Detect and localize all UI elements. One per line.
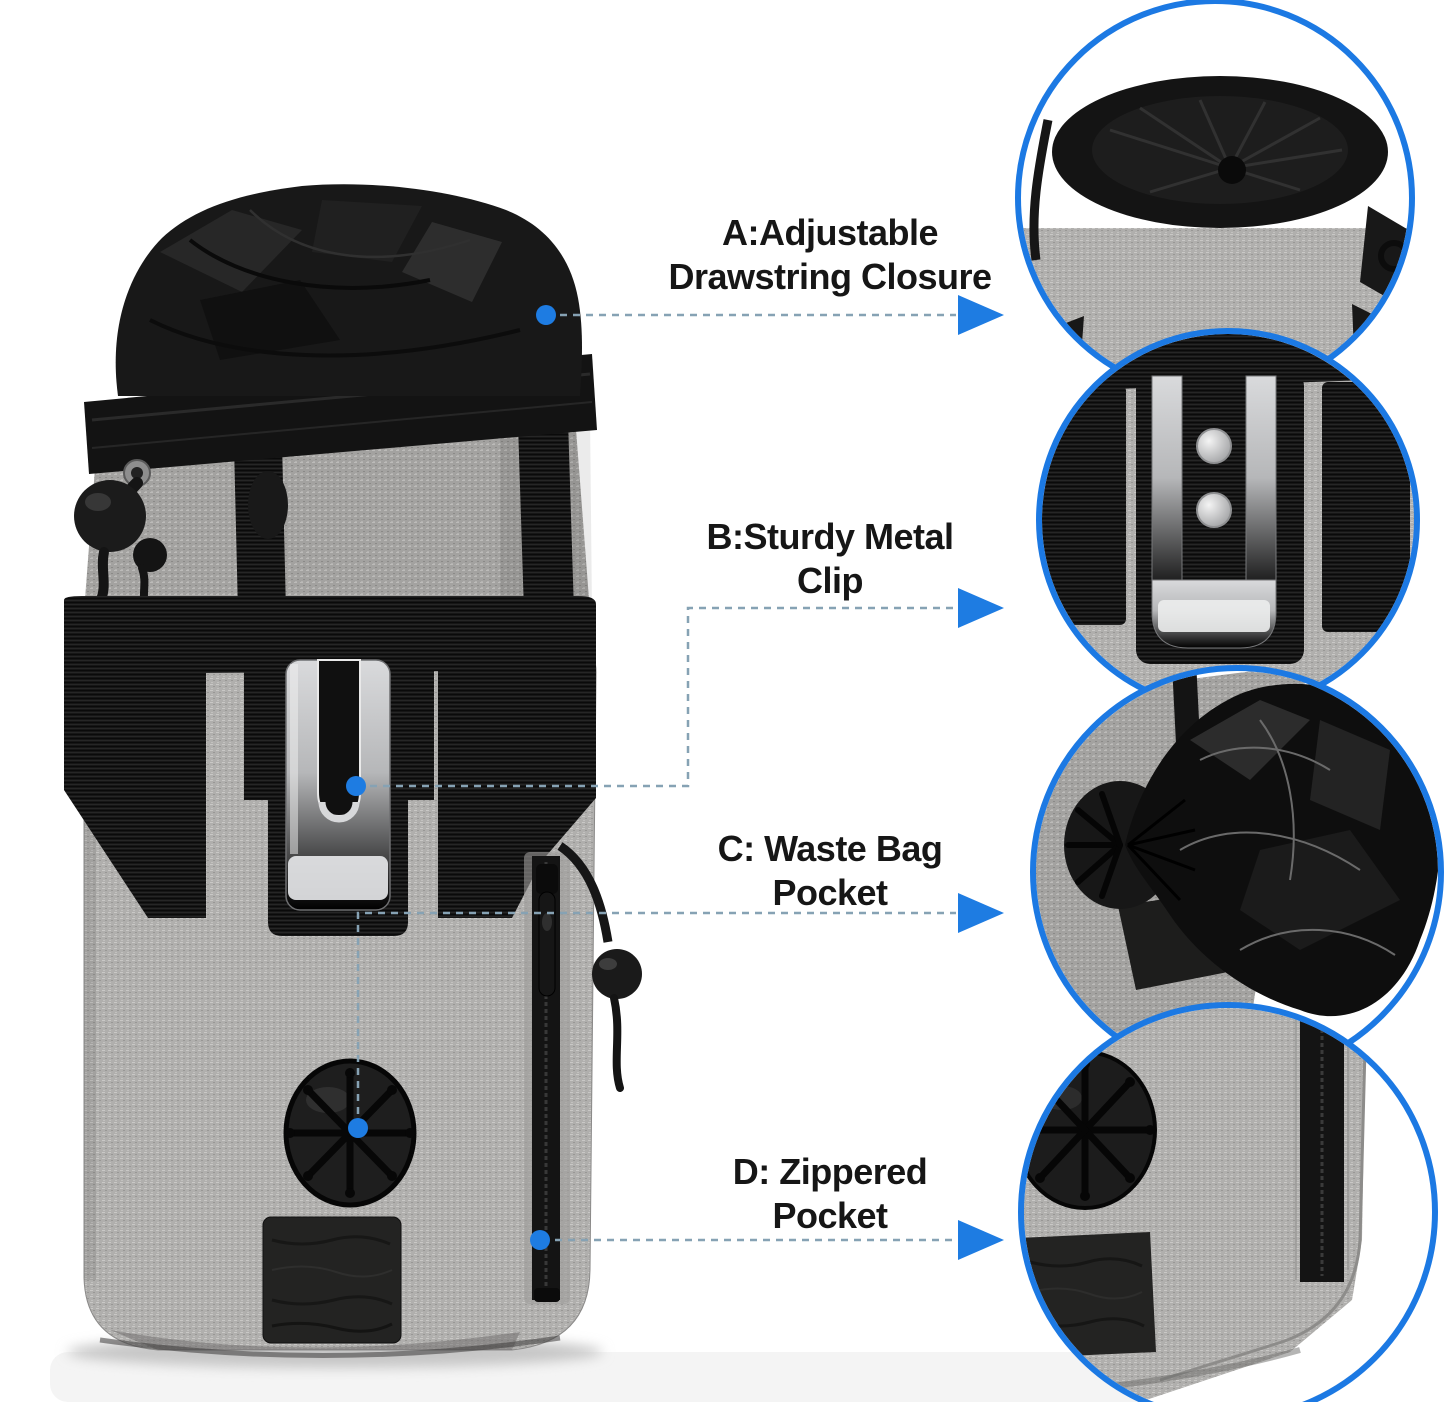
pouch-back-view <box>74 184 597 614</box>
circle-a-cord <box>1029 119 1053 261</box>
velcro-patch <box>262 1216 402 1344</box>
pouch-front-view <box>64 596 642 1358</box>
circle-c-bag-facet2 <box>1310 720 1390 830</box>
side-cord-toggle <box>592 949 642 999</box>
circle-c-bag-creases <box>1179 719 1396 956</box>
metal-clip-highlight <box>290 664 298 854</box>
front-bottom-shade <box>110 1330 520 1350</box>
front-left-shade <box>84 700 96 1280</box>
callout-label-c-line1: C: Waste Bag <box>717 828 943 869</box>
drawstring-fold2 <box>312 200 422 262</box>
zipper-slider <box>536 864 558 894</box>
callout-lines <box>356 313 956 1242</box>
front-bottom-line <box>99 1335 561 1358</box>
cord-lock-toggle <box>74 480 146 552</box>
cord-lock-highlight <box>85 493 111 511</box>
metal-clip-reflection <box>288 856 388 900</box>
callout-arrow-a <box>958 295 1004 335</box>
drawstring-fold1 <box>160 210 302 292</box>
detail-circle-d <box>1018 1002 1438 1402</box>
back-strap-right <box>518 420 574 612</box>
callout-label-b-line2: Clip <box>797 560 864 601</box>
circle-b-webbing-left <box>1042 385 1126 625</box>
circle-c-zipper-sliver <box>1172 671 1200 744</box>
circle-a-cinch-center <box>1218 156 1246 184</box>
circle-d-border <box>1018 1002 1438 1402</box>
callout-dot-c <box>348 1118 368 1138</box>
flap-top-band <box>64 596 596 674</box>
circle-c-grommet-star <box>1065 791 1123 899</box>
callout-line-b <box>370 606 956 788</box>
circle-a-cinched-top <box>1092 96 1348 204</box>
zipper-pull <box>538 891 556 997</box>
back-body-fabric <box>84 416 590 612</box>
side-cord-toggle-highlight <box>599 958 617 970</box>
drawstring-crease2 <box>249 209 471 259</box>
cord-lock-knob <box>133 538 167 572</box>
detail-circle-b <box>1036 328 1420 712</box>
callout-dot-b <box>346 776 366 796</box>
callout-label-b-line1: B:Sturdy Metal <box>706 516 954 557</box>
callout-label-d: D: Zippered Pocket <box>600 1150 1060 1238</box>
circle-b-metal-clip <box>1151 375 1277 649</box>
callout-dots <box>346 305 556 1250</box>
cord-tail-1 <box>95 547 109 607</box>
zipper-pull-hole <box>542 913 552 931</box>
callout-label-c-line2: Pocket <box>772 872 888 913</box>
callout-label-d-line2: Pocket <box>772 1195 888 1236</box>
cord-knot <box>248 471 288 539</box>
callout-label-b: B:Sturdy Metal Clip <box>600 515 1060 603</box>
drawstring-fold4 <box>200 280 340 360</box>
callout-dot-a <box>536 305 556 325</box>
callout-label-a-line2: Drawstring Closure <box>668 256 992 297</box>
callout-label-d-line1: D: Zippered <box>732 1151 928 1192</box>
zipper-bottom-stop <box>534 1288 560 1302</box>
drawstring-crease3 <box>149 318 521 358</box>
callout-arrow-d <box>958 1220 1004 1260</box>
callout-label-a: A:Adjustable Drawstring Closure <box>600 211 1060 299</box>
circle-b-rivet-2 <box>1196 492 1232 528</box>
drawstring-crease1 <box>188 238 431 290</box>
side-cord <box>557 842 613 943</box>
callout-label-c: C: Waste Bag Pocket <box>600 827 1060 915</box>
callout-line-c <box>356 911 956 1114</box>
flap-wing-left <box>64 660 206 918</box>
side-cord-tail <box>610 994 624 1092</box>
circle-c-bag-facet1 <box>1190 700 1310 780</box>
clip-tongue <box>318 801 360 823</box>
callout-arrow-c <box>958 893 1004 933</box>
callout-arrow-b <box>958 588 1004 628</box>
callout-dot-d <box>530 1230 550 1250</box>
trim-rib2 <box>91 401 593 449</box>
circle-b-rivet-1 <box>1196 428 1232 464</box>
flap-wing-right <box>438 660 596 918</box>
circle-d-background <box>1140 1008 1432 1402</box>
callout-label-a-line1: A:Adjustable <box>721 212 939 253</box>
circle-c-bag-facet3 <box>1240 830 1400 950</box>
eyelet-hole <box>131 467 143 479</box>
circle-c-gather-folds <box>1126 798 1196 902</box>
circle-b-webbing-right <box>1322 382 1410 632</box>
circle-d-bag-edge <box>1159 1009 1368 1382</box>
callout-arrows <box>958 295 1004 1260</box>
detail-circle-c <box>1030 665 1444 1079</box>
